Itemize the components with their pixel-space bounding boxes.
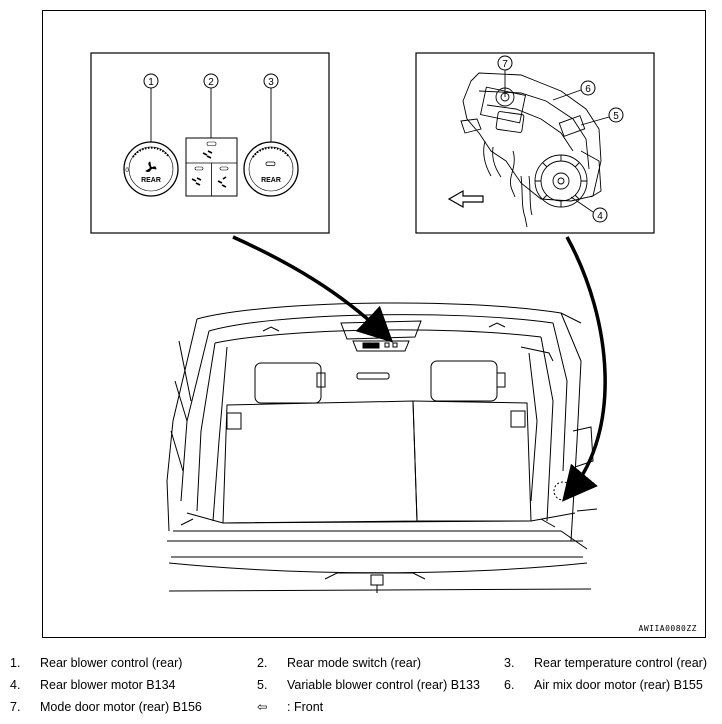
leader-arrow-blower-unit [562,236,607,502]
callout-2: 2 [203,73,219,138]
bilevel-mode-icon [191,177,202,186]
callout-6-label: 6 [585,84,591,95]
inset-panel-blower-unit: 7 6 5 4 [415,52,655,234]
vent-mode-icon [202,150,213,159]
callout-3-label: 3 [268,77,274,88]
callout-4: 4 [570,196,608,223]
callout-7-label: 7 [502,59,508,70]
legend-item-number: 4. [10,678,21,692]
callout-6: 6 [552,80,596,101]
leader-arrow-controls [232,235,394,343]
floor-mode-icon [217,176,227,188]
mode-switch-panel [185,137,238,197]
front-direction-arrow-icon [447,189,484,209]
legend-item-text: Variable blower control (rear) B133 [287,678,480,692]
legend-item-number: 6. [504,678,515,692]
callout-1-label: 1 [148,77,154,88]
legend-item-text: Mode door motor (rear) B156 [40,700,202,714]
inset-panel-controls: 1 2 3 0 [90,52,330,234]
legend-front-arrow-icon: ⇦ [257,700,268,714]
knob-label-right: REAR [261,177,281,184]
legend-item-number: 1. [10,656,21,670]
figure-frame: 1 2 3 0 [42,10,706,638]
fan-icon [145,161,157,172]
callout-3: 3 [263,73,279,159]
legend-item-number: 2. [257,656,268,670]
callout-7: 7 [497,55,513,97]
temperature-control-knob: REAR [243,141,299,197]
legend-item-text: Rear mode switch (rear) [287,656,422,670]
legend-item-text: Rear blower control (rear) [40,656,183,670]
legend-item-text: Air mix door motor (rear) B155 [534,678,703,692]
scale-zero-label: 0 [125,168,129,174]
blower-location-marker [553,481,573,501]
figure-code: AWIIA0080ZZ [638,624,697,633]
legend-item-text: Rear temperature control (rear) [534,656,707,670]
callout-5: 5 [580,107,624,126]
callout-4-label: 4 [597,211,603,222]
vehicle-interior-drawing [166,302,598,593]
component-location-diagram: 1 2 3 0 [90,52,655,593]
legend-item-text: Rear blower motor B134 [40,678,176,692]
callout-2-label: 2 [208,77,214,88]
blower-control-knob: 0 REAR [123,141,179,197]
legend-item-number: 3. [504,656,515,670]
legend-item-text: : Front [287,700,324,714]
callout-5-label: 5 [613,111,619,122]
legend-item-number: 5. [257,678,268,692]
knob-label-left: REAR [141,177,161,184]
legend-item-number: 7. [10,700,21,714]
